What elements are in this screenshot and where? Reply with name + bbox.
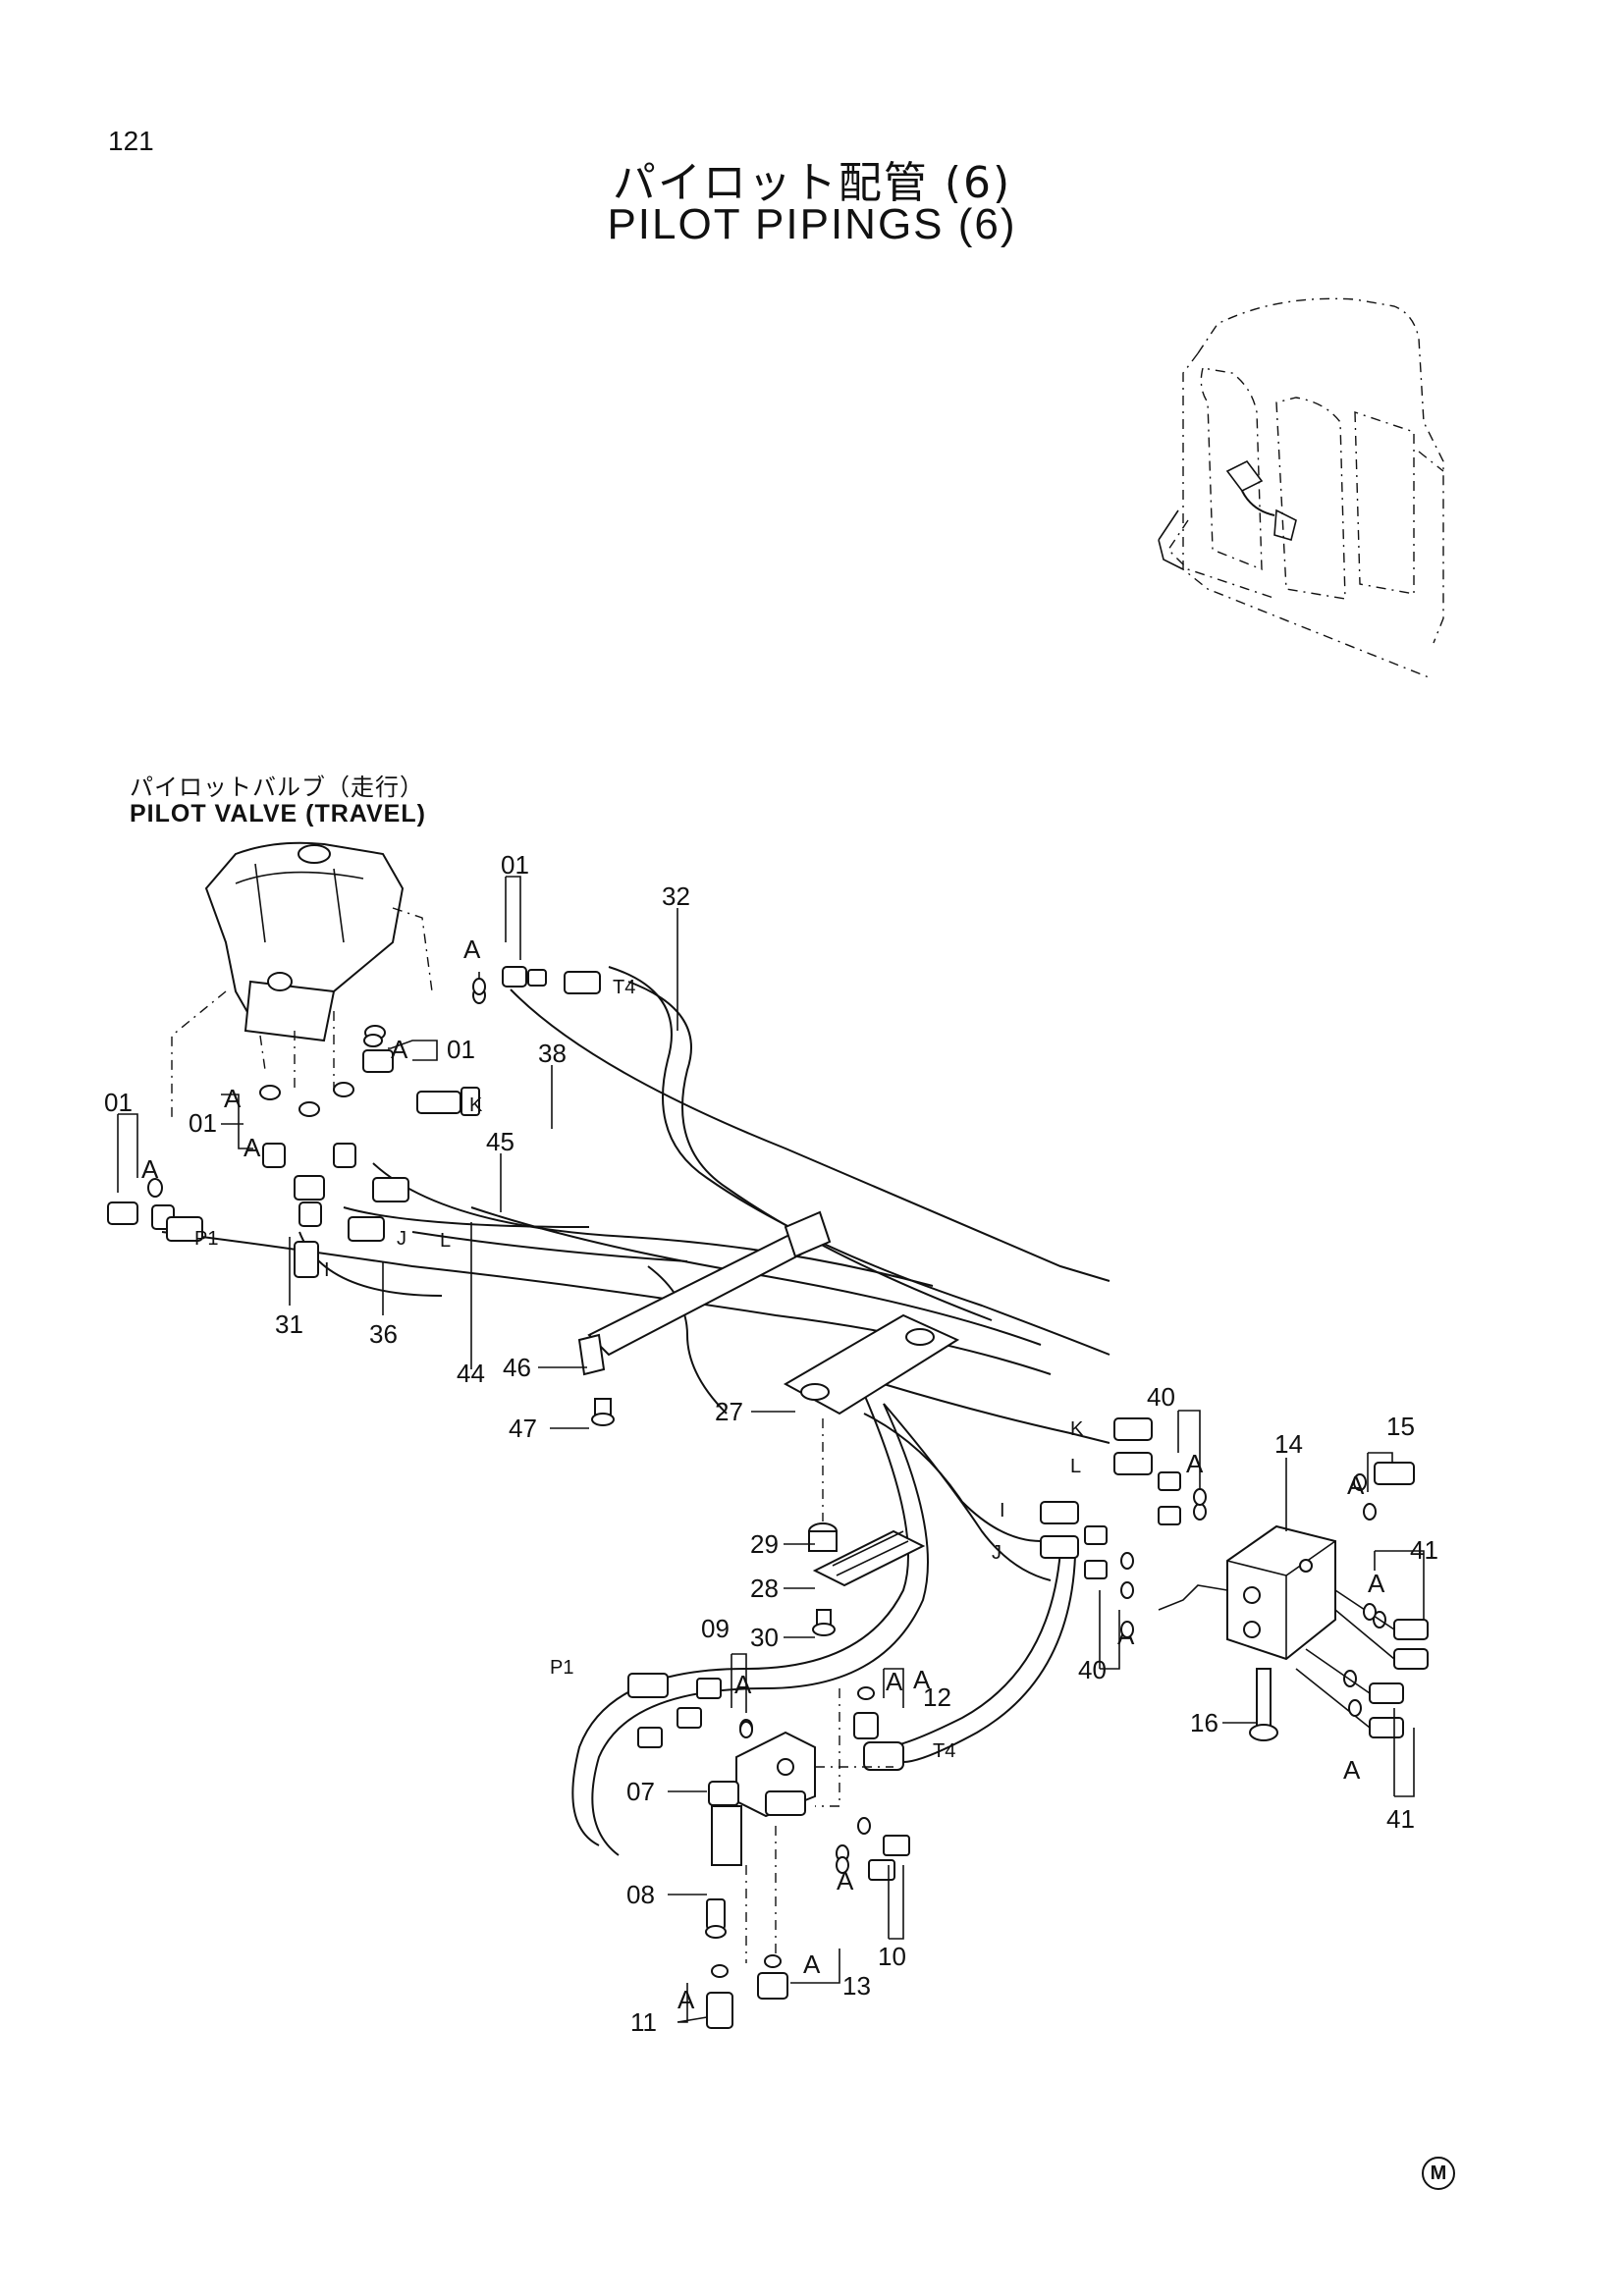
part-number: 01 <box>501 850 529 880</box>
port-label-k: K <box>1070 1418 1084 1440</box>
machine-cab-locator-illustration <box>1158 297 1444 678</box>
part-number: 27 <box>715 1397 743 1426</box>
page-title-english: PILOT PIPINGS (6) <box>607 200 1017 248</box>
o-ring-marker-a: A <box>1343 1755 1361 1785</box>
o-ring-marker-a: A <box>391 1035 408 1064</box>
port-label-l: L <box>440 1230 451 1252</box>
port-label-i: I <box>1000 1500 1005 1522</box>
port-label-k: K <box>469 1095 483 1116</box>
page-title-japanese: パイロット配管 (6) <box>612 158 1012 208</box>
part-number: 46 <box>503 1353 531 1382</box>
part-number: 09 <box>701 1614 730 1643</box>
o-ring-marker-a: A <box>913 1665 931 1694</box>
o-ring-marker-a: A <box>463 934 481 964</box>
part-number: 01 <box>104 1088 133 1117</box>
o-ring-marker-a: A <box>886 1667 903 1696</box>
part-number: 30 <box>750 1623 779 1652</box>
pilot-valve-fittings <box>107 966 601 1278</box>
part-number: 01 <box>189 1108 217 1138</box>
pilot-valve-label-japanese: パイロットバルブ（走行） <box>130 774 424 801</box>
o-ring-marker-a: A <box>677 1985 695 2014</box>
part-number: 01 <box>447 1035 475 1064</box>
part-number: 10 <box>878 1942 906 1971</box>
port-label-j: J <box>992 1542 1001 1564</box>
hose-support-bracket <box>577 1210 960 1522</box>
part-number: 40 <box>1078 1655 1107 1684</box>
part-number: 31 <box>275 1309 303 1339</box>
port-label-t4: T4 <box>933 1740 955 1762</box>
pilot-valve-travel <box>171 841 433 1119</box>
o-ring-marker-a: A <box>803 1949 821 1979</box>
pilot-valve-label-english: PILOT VALVE (TRAVEL) <box>130 800 426 828</box>
port-label-i: I <box>324 1259 330 1281</box>
part-number: 08 <box>626 1880 655 1909</box>
part-number: 41 <box>1410 1535 1438 1565</box>
part-number: 45 <box>486 1127 514 1156</box>
o-rings <box>363 978 1377 1874</box>
part-number: 36 <box>369 1319 398 1349</box>
o-ring-marker-a: A <box>224 1084 242 1113</box>
port-label-p1: P1 <box>194 1228 218 1250</box>
part-number: 41 <box>1386 1804 1415 1834</box>
part-number: 15 <box>1386 1412 1415 1441</box>
part-number: 07 <box>626 1777 655 1806</box>
main-hose-bundle <box>161 966 1110 1856</box>
part-number: 28 <box>750 1574 779 1603</box>
part-number: 44 <box>457 1359 485 1388</box>
part-number: 47 <box>509 1414 537 1443</box>
letter-markers: A A A A A A A A A A A A A A A A T4 T4 P1… <box>141 934 1385 2014</box>
circled-m-mark: M <box>1422 2157 1455 2190</box>
o-ring-marker-a: A <box>1347 1470 1365 1500</box>
o-ring-marker-a: A <box>141 1154 159 1184</box>
page-number: 121 <box>108 126 154 156</box>
clamp-parts <box>591 1398 926 1636</box>
o-ring-marker-a: A <box>734 1670 752 1699</box>
part-number: 38 <box>538 1039 567 1068</box>
o-ring-marker-a: A <box>1368 1569 1385 1598</box>
shuttle-valve-assembly <box>627 1673 910 2029</box>
part-number: 13 <box>842 1971 871 2001</box>
part-number: 12 <box>923 1682 951 1712</box>
o-ring-marker-a: A <box>1186 1449 1204 1478</box>
part-number: 32 <box>662 881 690 911</box>
port-label-t4: T4 <box>613 977 635 998</box>
part-number: 29 <box>750 1529 779 1559</box>
port-label-j: J <box>397 1228 406 1250</box>
part-number: 14 <box>1274 1429 1303 1459</box>
part-number-callouts: 01 32 01 38 45 01 01 31 36 44 46 47 27 2… <box>104 850 1438 2037</box>
part-number: 40 <box>1147 1382 1175 1412</box>
part-number: 16 <box>1190 1708 1218 1737</box>
port-label-p1: P1 <box>550 1657 573 1679</box>
manifold-block <box>1040 1417 1429 1741</box>
leader-lines <box>117 876 1425 2023</box>
part-number: 11 <box>630 2007 657 2037</box>
o-ring-marker-a: A <box>244 1133 261 1162</box>
port-label-l: L <box>1070 1456 1081 1477</box>
